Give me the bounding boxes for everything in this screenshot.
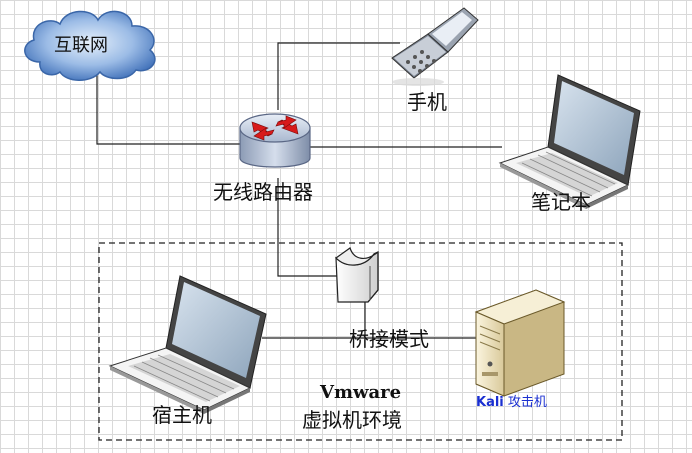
host-label: 宿主机 bbox=[152, 403, 212, 427]
vmware-boundary bbox=[98, 242, 623, 441]
link-router-bridge bbox=[277, 178, 340, 277]
vm-environment-label: 虚拟机环境 bbox=[302, 408, 402, 432]
connection-lines bbox=[96, 42, 530, 340]
server-icon bbox=[474, 289, 566, 397]
bridge-mode-label: 桥接模式 bbox=[349, 327, 429, 351]
bridge-icon bbox=[335, 247, 379, 303]
link-router-phone bbox=[277, 42, 400, 110]
host-laptop-icon bbox=[108, 275, 267, 414]
vmware-label: Vmware bbox=[320, 382, 402, 403]
kali-name: Kali bbox=[476, 395, 504, 410]
internet-label: 互联网 bbox=[54, 35, 108, 56]
router-label: 无线路由器 bbox=[213, 180, 313, 204]
link-internet-router bbox=[96, 60, 240, 145]
laptop-label: 笔记本 bbox=[531, 190, 591, 214]
phone-icon bbox=[391, 7, 479, 86]
router-icon bbox=[239, 113, 311, 168]
laptop-icon bbox=[498, 74, 641, 209]
cloud-icon bbox=[24, 10, 156, 81]
kali-suffix: 攻击机 bbox=[503, 395, 547, 410]
phone-label: 手机 bbox=[407, 90, 447, 114]
kali-attacker-label: Kali 攻击机 bbox=[476, 396, 547, 409]
